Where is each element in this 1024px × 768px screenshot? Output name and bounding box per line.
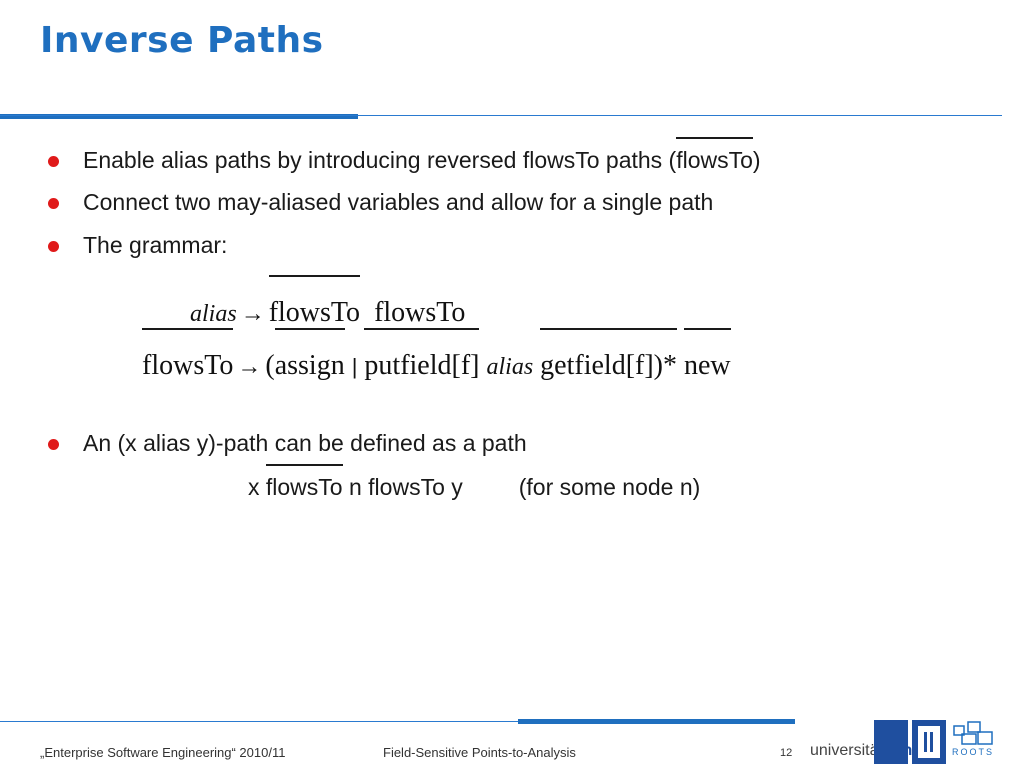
overlined-flowsto: flowsTo xyxy=(676,137,753,173)
arrow-icon: → xyxy=(240,301,265,327)
university-logo-icon xyxy=(874,720,993,764)
page-number: 12 xyxy=(780,747,793,759)
bullet-text: The grammar: xyxy=(83,232,228,258)
slide-title: Inverse Paths xyxy=(40,20,324,61)
grammar-term: alias xyxy=(486,354,534,380)
bullet-text: Enable alias paths by introducing revers… xyxy=(83,137,761,173)
grammar-term: flowsTo xyxy=(374,297,466,328)
grammar-term-overlined: assign xyxy=(274,328,345,381)
bullet-text: An (x alias y)-path can be defined as a … xyxy=(83,430,527,456)
footer-course: „Enterprise Software Engineering“ 2010/1… xyxy=(40,745,286,760)
grammar-term-overlined: new xyxy=(684,328,731,381)
path-example: x flowsTo n flowsTo y(for some node n) xyxy=(248,464,701,500)
roots-logo-text: ROOTS xyxy=(952,747,995,757)
title-underline xyxy=(0,115,1002,116)
footer-divider-accent xyxy=(518,719,795,724)
bullet-text: Connect two may-aliased variables and al… xyxy=(83,189,714,215)
bullet-dot-icon xyxy=(48,198,59,209)
title-underline-accent xyxy=(0,114,358,119)
grammar-lhs: flowsTo xyxy=(142,328,234,381)
path-note: (for some node n) xyxy=(518,474,701,500)
bullet-dot-icon xyxy=(48,156,59,167)
grammar-rule-alias: alias→flowsTo flowsTo xyxy=(190,275,466,329)
roots-logo-icon xyxy=(953,721,993,745)
grammar-lhs: alias xyxy=(190,301,237,327)
grammar-term-overlined: flowsTo xyxy=(268,275,361,328)
arrow-icon: → xyxy=(237,354,262,380)
grammar-term-overlined: putfield[f] xyxy=(364,328,480,381)
grammar-term-overlined: getfield[f])* xyxy=(540,328,677,381)
footer-topic: Field-Sensitive Points-to-Analysis xyxy=(383,745,576,760)
bullet-dot-icon xyxy=(48,439,59,450)
overlined-flowsto: flowsTo xyxy=(265,464,343,500)
bullet-dot-icon xyxy=(48,241,59,252)
grammar-rule-flowsto: flowsTo→(assign | putfield[f] alias getf… xyxy=(142,328,731,381)
footer-divider xyxy=(0,721,795,722)
